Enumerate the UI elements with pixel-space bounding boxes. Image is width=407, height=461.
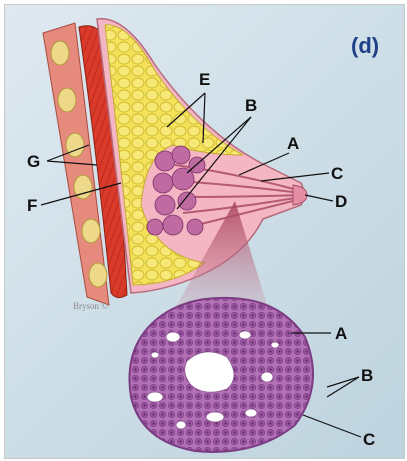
rib [82, 219, 100, 243]
lobule [163, 215, 183, 235]
label-bottom-c: C [363, 430, 375, 449]
rib [66, 133, 84, 157]
credit-text: Bryson © [73, 301, 108, 311]
lumen [261, 372, 273, 382]
label-top-e: E [199, 70, 210, 89]
lumen [151, 352, 159, 358]
rib [89, 263, 107, 287]
lobule [155, 195, 175, 215]
label-top-g: G [27, 152, 40, 171]
lumen [147, 392, 163, 402]
lumen [166, 332, 180, 342]
lumen [176, 421, 186, 429]
label-top-d: D [335, 192, 347, 211]
lobule [187, 219, 203, 235]
breast-anatomy-diagram: (d) E B A C D G F Bryson © A B C [5, 5, 404, 458]
lumen [271, 342, 279, 348]
nipple [293, 185, 307, 205]
label-top-f: F [27, 196, 37, 215]
lobule [172, 146, 190, 164]
central-lumen [185, 352, 234, 392]
label-top-c: C [331, 164, 343, 183]
label-top-a: A [287, 134, 299, 153]
label-bottom-b: B [361, 366, 373, 385]
rib [51, 41, 69, 65]
tissue-cross-section [129, 298, 313, 452]
label-bottom-a: A [335, 324, 347, 343]
lobule [172, 168, 194, 190]
rib [58, 88, 76, 112]
panel-label: (d) [351, 33, 379, 58]
diagram-frame: (d) E B A C D G F Bryson © A B C [4, 4, 405, 459]
lobule [153, 173, 173, 193]
label-top-b: B [245, 96, 257, 115]
lobule [147, 219, 163, 235]
lumen [245, 409, 257, 417]
lobule [178, 192, 196, 210]
lumen [206, 412, 224, 422]
lumen [239, 331, 251, 339]
